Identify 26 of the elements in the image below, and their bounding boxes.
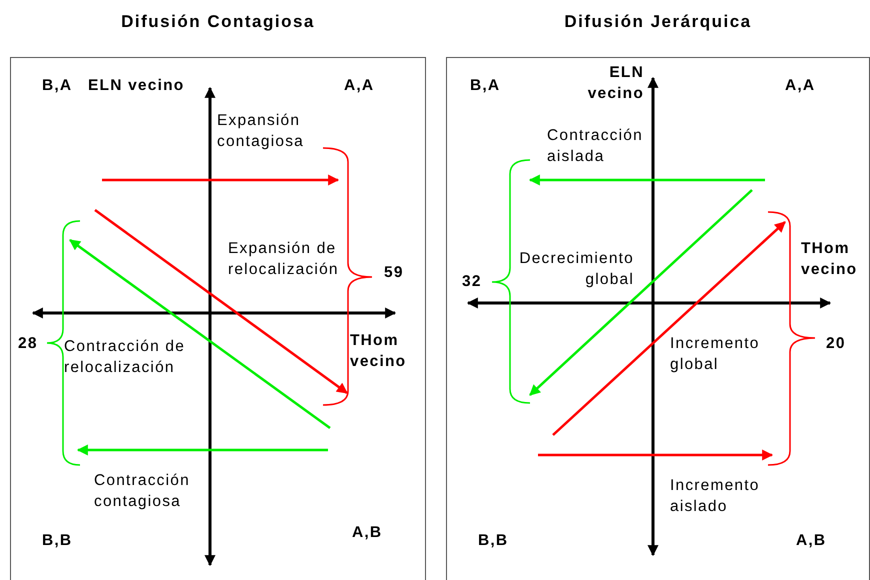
- region-label: Contracción de relocalización: [64, 337, 186, 378]
- quadrant-label: B,B: [478, 531, 508, 551]
- count-label: 32: [462, 272, 482, 292]
- quadrant-label: A,A: [785, 76, 816, 96]
- region-label: Contracción contagiosa: [94, 471, 191, 512]
- quadrant-label: A,B: [352, 523, 382, 543]
- quadrant-label: A,A: [344, 76, 374, 96]
- axis-label: THom vecino: [350, 331, 408, 372]
- count-label: 20: [826, 334, 846, 354]
- quadrant-label: B,A: [42, 76, 72, 96]
- panel-title: Difusión Jerárquica: [563, 12, 753, 32]
- region-label: Decrecimiento global: [518, 249, 634, 290]
- count-label: 59: [384, 263, 404, 283]
- region-label: Incremento aislado: [670, 476, 761, 517]
- quadrant-label: B,B: [42, 531, 72, 551]
- quadrant-label: B,A: [470, 76, 500, 96]
- panel-title: Difusión Contagiosa: [120, 12, 316, 32]
- axis-label: THom vecino: [801, 239, 858, 280]
- axis-label: ELN vecino: [88, 76, 184, 96]
- region-label: Expansión de relocalización: [228, 239, 340, 280]
- quadrant-label: A,B: [796, 531, 826, 551]
- region-label: Contracción aislada: [547, 126, 644, 167]
- axis-label: ELN vecino: [586, 63, 644, 104]
- region-label: Expansión contagiosa: [217, 111, 305, 152]
- count-label: 28: [18, 334, 38, 354]
- region-label: Incremento global: [670, 334, 761, 375]
